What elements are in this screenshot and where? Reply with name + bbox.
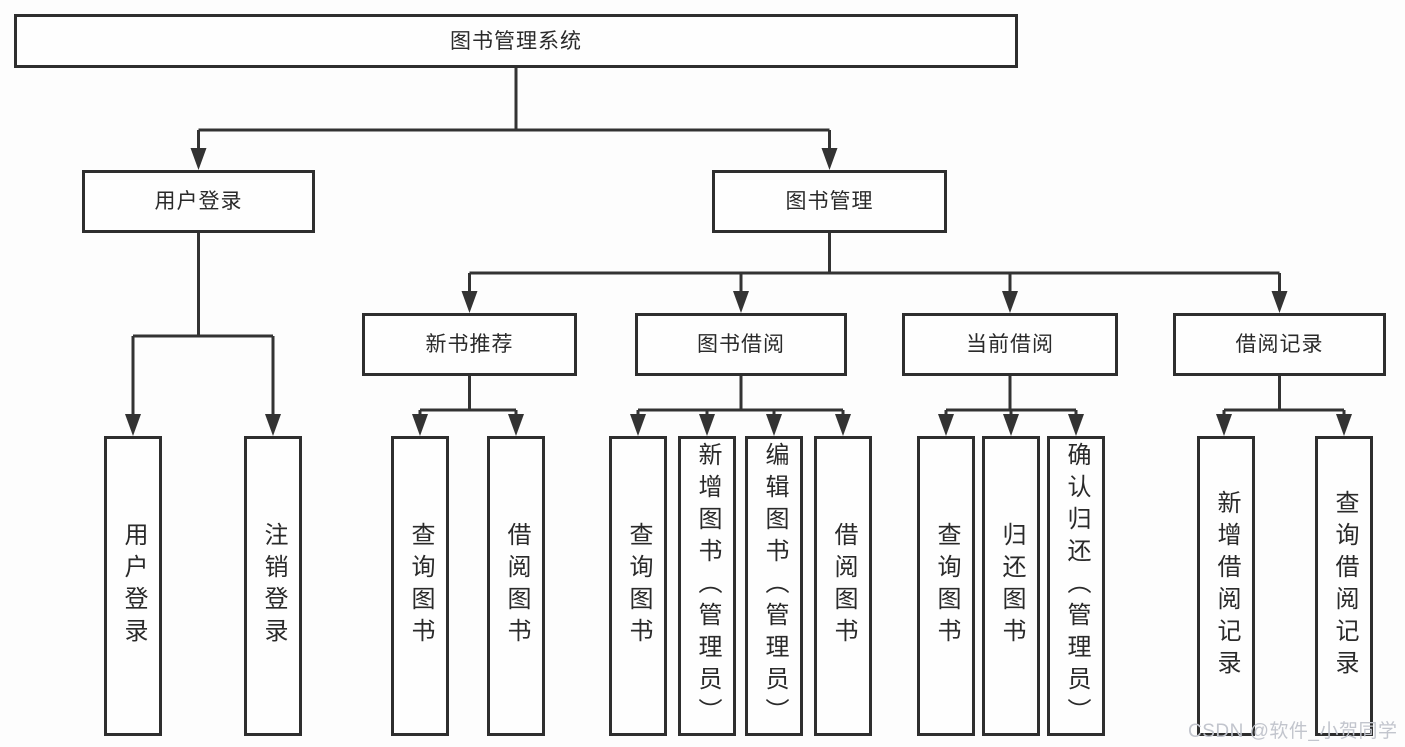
node-library-management-system: 图书管理系统 <box>14 14 1018 68</box>
node-label: 当前借阅 <box>966 333 1054 356</box>
node-label: 查询图书 <box>933 522 960 650</box>
leaf-edit-books-admin: 编辑图书（管理员） <box>745 436 803 736</box>
node-book-management-branch: 图书管理 <box>712 170 947 233</box>
leaf-user-login: 用户登录 <box>104 436 162 736</box>
node-label: 借阅图书 <box>830 522 857 650</box>
node-label: 借阅记录 <box>1235 333 1324 356</box>
node-label: 图书借阅 <box>697 333 785 356</box>
node-label: 新增借阅记录 <box>1213 490 1240 682</box>
leaf-query-books-current: 查询图书 <box>917 436 975 736</box>
leaf-confirm-return-admin: 确认归还（管理员） <box>1047 436 1105 736</box>
leaf-return-books: 归还图书 <box>982 436 1040 736</box>
node-label: 新书推荐 <box>425 333 514 356</box>
node-label: 归还图书 <box>998 522 1025 650</box>
node-new-book-recommendation: 新书推荐 <box>362 313 577 376</box>
leaf-add-borrow-record: 新增借阅记录 <box>1197 436 1255 736</box>
node-label: 图书管理 <box>785 190 874 213</box>
node-label: 用户登录 <box>154 190 243 213</box>
csdn-watermark: CSDN @软件_小贺同学 <box>1188 721 1398 742</box>
leaf-query-books-recommendation: 查询图书 <box>391 436 449 736</box>
node-label: 确认归还（管理员） <box>1063 442 1090 730</box>
leaf-borrow-books: 借阅图书 <box>814 436 872 736</box>
leaf-query-borrow-record: 查询借阅记录 <box>1315 436 1373 736</box>
node-label: 注销登录 <box>260 522 287 650</box>
arrowheads <box>125 148 1352 436</box>
node-label: 查询图书 <box>625 522 652 650</box>
leaf-borrow-books-recommendation: 借阅图书 <box>487 436 545 736</box>
node-user-login-branch: 用户登录 <box>82 170 315 233</box>
node-label: 编辑图书（管理员） <box>761 442 788 730</box>
node-label: 图书管理系统 <box>450 29 582 53</box>
node-label: 借阅图书 <box>503 522 530 650</box>
leaf-logout: 注销登录 <box>244 436 302 736</box>
leaf-add-books-admin: 新增图书（管理员） <box>678 436 736 736</box>
node-label: 查询图书 <box>407 522 434 650</box>
node-label: 新增图书（管理员） <box>694 442 721 730</box>
node-label: 用户登录 <box>120 522 147 650</box>
node-book-borrowing: 图书借阅 <box>635 313 847 376</box>
node-current-borrowing: 当前借阅 <box>902 313 1118 376</box>
leaf-query-books-borrowing: 查询图书 <box>609 436 667 736</box>
node-borrowing-records: 借阅记录 <box>1173 313 1386 376</box>
node-label: 查询借阅记录 <box>1331 490 1358 682</box>
